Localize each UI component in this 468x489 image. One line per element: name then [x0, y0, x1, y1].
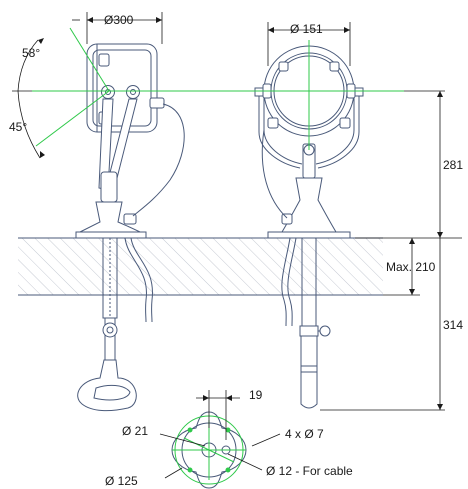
dimension-arrowheads [38, 17, 443, 410]
dimension-lines [12, 12, 462, 479]
lamp-diameter-label: Ø300 [104, 13, 134, 27]
flange-diameter-label: Ø 125 [105, 474, 138, 488]
head-height-label: 281 [443, 158, 464, 172]
mount-holes-label: 4 x Ø 7 [285, 427, 324, 441]
max-depth-label: Max. 210 [386, 260, 436, 274]
inner-ring-diameter-label: Ø 151 [290, 22, 323, 36]
deck-section [18, 237, 383, 296]
cable-hole-label: Ø 12 - For cable [266, 464, 353, 478]
center-hole-label: Ø 21 [122, 424, 149, 438]
side-view-lamp [75, 43, 185, 412]
tube-length-label: 314 [443, 318, 464, 332]
tilt-down-angle-label: 45° [9, 120, 28, 134]
tilt-up-angle-label: 58° [22, 46, 41, 60]
bolt-offset-label: 19 [249, 388, 263, 402]
